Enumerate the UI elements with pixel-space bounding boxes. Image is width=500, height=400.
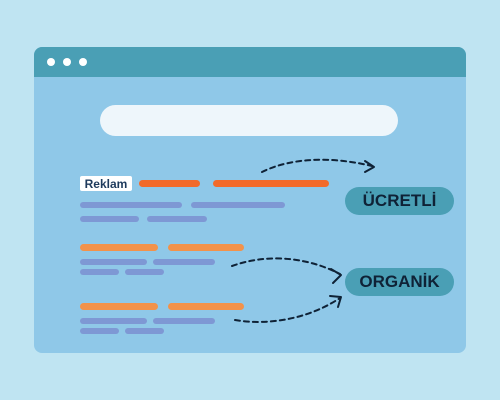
- organic-arrow-line-2: [234, 297, 341, 323]
- paid-arrow-line: [261, 158, 373, 173]
- organic-result-snippet-line: [125, 269, 164, 275]
- organic-result-snippet-line: [80, 259, 147, 265]
- organic-result-snippet-line: [153, 259, 215, 265]
- paid-result-title[interactable]: [139, 180, 200, 187]
- organic-result-title-extra[interactable]: [168, 303, 244, 310]
- organic-result-snippet-line: [153, 318, 215, 324]
- paid-result-snippet-line: [80, 216, 139, 222]
- organic-arrowhead-icon: [330, 268, 342, 284]
- browser-titlebar: [34, 47, 466, 77]
- search-bar[interactable]: [100, 105, 398, 136]
- organic-arrowhead-icon: [329, 295, 342, 308]
- paid-result-snippet-line: [80, 202, 182, 208]
- paid-label-pill: ÜCRETLİ: [345, 187, 454, 215]
- organic-arrow-line-1: [231, 257, 341, 275]
- organic-result-title-extra[interactable]: [168, 244, 244, 251]
- paid-result-snippet-line: [191, 202, 285, 208]
- window-dot-icon: [79, 58, 87, 66]
- organic-label-pill: ORGANİK: [345, 268, 454, 296]
- ad-badge: Reklam: [80, 176, 132, 191]
- organic-result-title[interactable]: [80, 303, 158, 310]
- organic-result-snippet-line: [80, 328, 119, 334]
- window-dot-icon: [47, 58, 55, 66]
- paid-arrowhead-icon: [364, 160, 375, 173]
- organic-result-snippet-line: [80, 318, 147, 324]
- organic-result-snippet-line: [80, 269, 119, 275]
- organic-result-snippet-line: [125, 328, 164, 334]
- paid-result-snippet-line: [147, 216, 207, 222]
- window-dot-icon: [63, 58, 71, 66]
- paid-result-title-extra[interactable]: [213, 180, 329, 187]
- organic-result-title[interactable]: [80, 244, 158, 251]
